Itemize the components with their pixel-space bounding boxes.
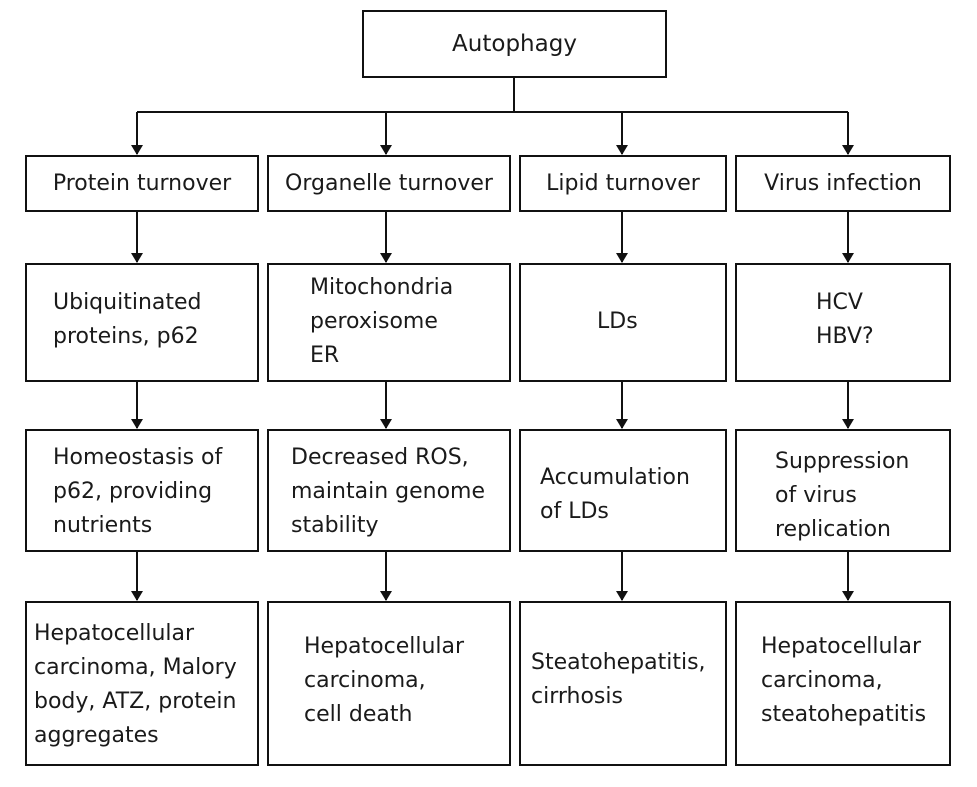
lipid-turnover-box: Lipid turnover: [519, 155, 727, 212]
disease-line: Steatohepatitis,: [531, 650, 706, 675]
effect-line: Homeostasis of: [53, 445, 223, 470]
protein-effect-box: Homeostasis of p62, providing nutrients: [25, 429, 259, 552]
effect-line: of LDs: [540, 499, 609, 524]
substrate-line: peroxisome: [310, 309, 438, 334]
effect-line: maintain genome: [291, 479, 485, 504]
autophagy-root-box: Autophagy: [362, 10, 667, 78]
disease-line: cirrhosis: [531, 684, 623, 709]
effect-line: Decreased ROS,: [291, 445, 469, 470]
organelle-substrate-box: Mitochondria peroxisome ER: [267, 263, 511, 382]
virus-disease-box: Hepatocellular carcinoma, steatohepatiti…: [735, 601, 951, 766]
disease-line: body, ATZ, protein: [34, 689, 237, 714]
disease-line: steatohepatitis: [761, 702, 927, 727]
effect-line: replication: [775, 517, 892, 542]
substrate-line: HCV: [816, 290, 863, 315]
category-label: Organelle turnover: [285, 170, 493, 196]
category-label: Lipid turnover: [546, 170, 700, 196]
substrate-line: Ubiquitinated: [53, 290, 202, 315]
category-label: Virus infection: [764, 170, 922, 196]
effect-line: Suppression: [775, 449, 910, 474]
substrate-line: Mitochondria: [310, 275, 454, 300]
organelle-disease-box: Hepatocellular carcinoma, cell death: [267, 601, 511, 766]
disease-line: Hepatocellular: [34, 621, 195, 646]
effect-line: stability: [291, 513, 379, 538]
protein-turnover-box: Protein turnover: [25, 155, 259, 212]
substrate-line: LDs: [597, 309, 638, 334]
organelle-turnover-box: Organelle turnover: [267, 155, 511, 212]
substrate-line: proteins, p62: [53, 324, 199, 349]
effect-line: Accumulation: [540, 465, 690, 490]
substrate-line: HBV?: [816, 324, 874, 349]
disease-line: carcinoma,: [761, 668, 883, 693]
protein-disease-box: Hepatocellular carcinoma, Malory body, A…: [25, 601, 259, 766]
category-label: Protein turnover: [52, 170, 232, 196]
disease-line: cell death: [304, 702, 413, 727]
disease-line: carcinoma,: [304, 668, 426, 693]
lipid-disease-box: Steatohepatitis, cirrhosis: [519, 601, 727, 766]
disease-line: Hepatocellular: [761, 634, 922, 659]
disease-line: Hepatocellular: [304, 634, 465, 659]
virus-substrate-box: HCV HBV?: [735, 263, 951, 382]
effect-line: of virus: [775, 483, 857, 508]
virus-effect-box: Suppression of virus replication: [735, 429, 951, 552]
disease-line: carcinoma, Malory: [34, 655, 237, 680]
effect-line: p62, providing: [53, 479, 213, 504]
disease-line: aggregates: [34, 723, 159, 748]
organelle-effect-box: Decreased ROS, maintain genome stability: [267, 429, 511, 552]
autophagy-root-label: Autophagy: [452, 31, 577, 57]
protein-substrate-box: Ubiquitinated proteins, p62: [25, 263, 259, 382]
lipid-substrate-box: LDs: [519, 263, 727, 382]
substrate-line: ER: [310, 343, 340, 368]
virus-infection-box: Virus infection: [735, 155, 951, 212]
lipid-effect-box: Accumulation of LDs: [519, 429, 727, 552]
effect-line: nutrients: [53, 513, 153, 538]
